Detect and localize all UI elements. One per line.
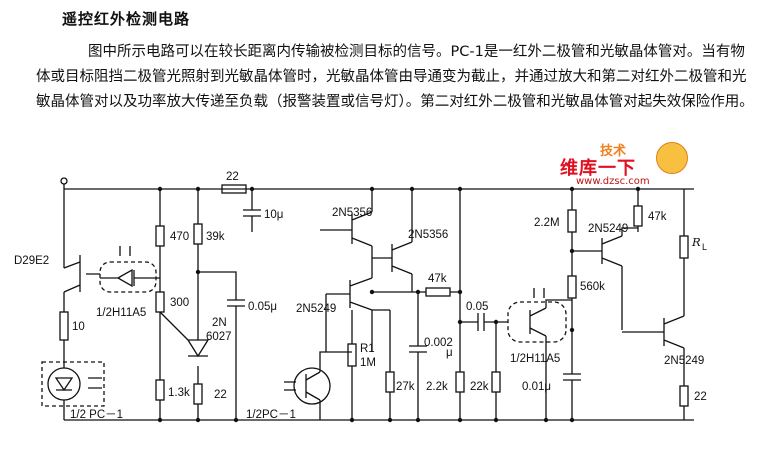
label-r47k: 47k	[428, 273, 447, 285]
label-put2: 6027	[206, 331, 232, 343]
resistor-22-top	[221, 184, 247, 194]
label-coupler1: 1/2H11A5	[96, 307, 146, 319]
coupler2-leads	[545, 299, 572, 420]
logo-line1: 技术	[600, 144, 627, 159]
label-r22k: 22k	[470, 381, 489, 393]
label-q1: D29E2	[14, 255, 49, 267]
cap0002-wire	[409, 292, 427, 420]
q1-transistor	[63, 255, 100, 293]
resistor-560k	[567, 275, 577, 299]
label-q5: 2N5356	[408, 229, 448, 241]
label-q6: 2N5249	[588, 223, 628, 235]
coupler2-box	[507, 301, 567, 343]
paragraph-text: 图中所示电路可以在较长距离内传输被检测目标的信号。PC-1是一红外二极管和光敏晶…	[36, 44, 754, 110]
label-c005b: 0.05	[466, 301, 488, 313]
label-q3: 2N5356	[332, 207, 372, 219]
junctions	[157, 186, 641, 423]
label-put: 2N	[212, 317, 227, 329]
coupler1-diode	[100, 268, 156, 288]
put-2n6027	[159, 311, 210, 358]
logo-line2: 维库一下	[560, 158, 636, 179]
label-coupler2: 1/2H11A5	[510, 353, 560, 365]
label-q4: 2N5249	[296, 303, 336, 315]
label-c005: 0.05μ	[248, 301, 277, 313]
q6-transistor	[572, 235, 623, 267]
resistor-39k	[193, 223, 203, 245]
label-rl-sub: L	[702, 242, 707, 252]
label-pc1b: 1/2PC－1	[246, 409, 296, 421]
label-r47kb: 47k	[648, 211, 667, 223]
label-r1k3: 1.3k	[168, 387, 190, 399]
label-pc1a: 1/2 PC－1	[70, 409, 123, 421]
col470-wire	[156, 189, 161, 420]
resistor-27k	[385, 371, 395, 393]
q3-transistor	[320, 211, 373, 247]
article-paragraph: 图中所示电路可以在较长距离内传输被检测目标的信号。PC-1是一红外二极管和光敏晶…	[36, 40, 756, 115]
resistor-22c	[679, 385, 689, 407]
label-rl: R	[691, 235, 701, 249]
q4-wires	[325, 268, 373, 352]
resistor-rl	[679, 235, 689, 259]
label-c0002: 0.002	[424, 337, 453, 349]
label-r1: R1	[360, 343, 375, 355]
ir-led-rays	[88, 377, 102, 389]
pc1b-lead	[319, 351, 352, 420]
cap005-wire	[198, 271, 245, 420]
resistor-10	[59, 311, 69, 341]
r27k-wire	[372, 309, 391, 420]
pc1a-box	[41, 361, 105, 407]
resistor-22-b	[193, 383, 203, 405]
article-title: 遥控红外检测电路	[62, 10, 191, 28]
coupler2-rays	[533, 288, 545, 298]
resistor-r1	[347, 343, 357, 367]
ir-led-symbol	[54, 377, 74, 392]
label-q7: 2N5249	[664, 355, 704, 367]
label-r22b: 22	[214, 389, 227, 401]
resistor-47k	[425, 287, 451, 297]
logo-url: www.dzsc.com	[576, 176, 650, 187]
label-r27k: 27k	[396, 381, 415, 393]
q4-transistor	[326, 277, 373, 311]
resistor-300	[155, 291, 165, 313]
q7-transistor	[622, 315, 685, 349]
watermark-logo: 技术 维库一下 www.dzsc.com	[560, 140, 700, 190]
label-r470: 470	[170, 231, 189, 243]
label-r2k2: 2.2k	[426, 381, 448, 393]
label-r560k: 560k	[580, 281, 605, 293]
supply-terminal	[60, 177, 68, 185]
label-r39k: 39k	[206, 231, 225, 243]
resistor-47kb	[633, 205, 643, 227]
label-c10: 10μ	[264, 209, 283, 221]
label-r22top: 22	[226, 171, 239, 183]
label-r1v: 1M	[360, 357, 376, 369]
label-r2m2: 2.2M	[534, 217, 560, 229]
resistor-22k	[491, 371, 501, 393]
resistor-2m2	[567, 209, 577, 233]
cap005b-wire	[460, 313, 508, 331]
resistor-2k2	[455, 371, 465, 393]
label-c0002-unit: μ	[446, 347, 453, 359]
ir-led-pc1a	[47, 367, 81, 401]
pc1b-symbol	[284, 371, 321, 401]
label-c001: 0.01μ	[522, 381, 551, 393]
resistor-1k3	[155, 379, 165, 401]
coupler1-rays	[119, 246, 131, 256]
coupler1-box	[99, 261, 157, 293]
coupler2-transistor	[529, 307, 547, 337]
resistor-470	[155, 225, 165, 247]
label-r22c: 22	[694, 391, 707, 403]
pc1b-phototransistor	[293, 367, 331, 405]
cap10-wire	[243, 189, 261, 232]
q5-transistor	[372, 241, 413, 275]
logo-mascot-icon	[656, 142, 688, 174]
label-r10: 10	[72, 321, 85, 333]
cap001-wire	[563, 330, 581, 420]
q6-wires	[621, 227, 638, 330]
label-r300: 300	[170, 297, 189, 309]
